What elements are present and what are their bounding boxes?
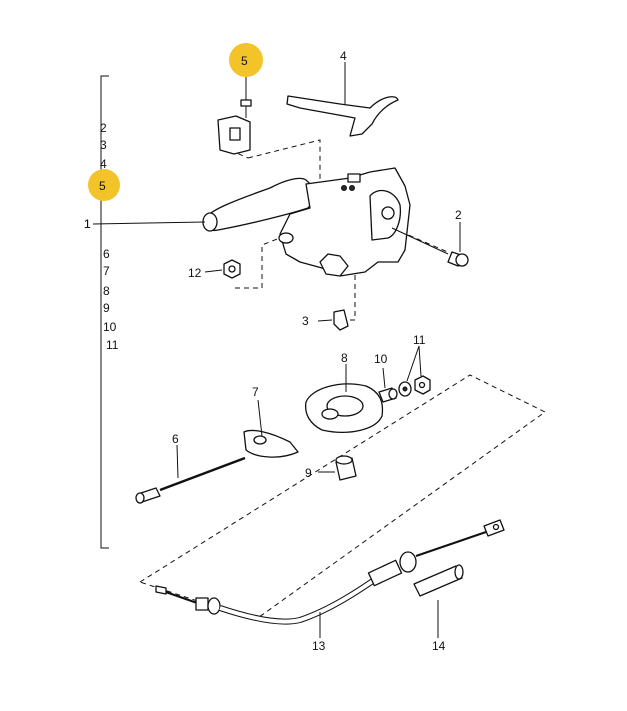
highlight-marker bbox=[88, 169, 120, 201]
equalizer-part-7[interactable]: 7 bbox=[243, 385, 299, 458]
callout-2[interactable]: 2 bbox=[455, 208, 462, 222]
callout-10[interactable]: 10 bbox=[374, 352, 388, 366]
cover-part-4[interactable]: 4 bbox=[286, 49, 399, 137]
callout-6[interactable]: 6 bbox=[172, 432, 179, 446]
callout-11[interactable]: 11 bbox=[413, 333, 426, 347]
index-item[interactable]: 11 bbox=[106, 338, 119, 352]
sleeve-tube-part-14[interactable]: 14 bbox=[413, 564, 464, 653]
switch-bracket-part-5[interactable]: 5 bbox=[217, 43, 263, 155]
callout-8[interactable]: 8 bbox=[341, 351, 348, 365]
index-item[interactable]: 2 bbox=[100, 121, 107, 135]
nut-washer-part-11[interactable]: 11 bbox=[398, 333, 431, 397]
index-bracket bbox=[100, 75, 109, 549]
callout-3[interactable]: 3 bbox=[302, 314, 309, 328]
sleeve-part-9[interactable]: 9 bbox=[305, 455, 357, 481]
nut-part-12[interactable]: 12 bbox=[188, 259, 241, 280]
index-item[interactable]: 4 bbox=[100, 157, 107, 171]
bushing-part-10[interactable]: 10 bbox=[374, 352, 398, 403]
callout-9[interactable]: 9 bbox=[305, 466, 312, 480]
clip-part-3[interactable]: 3 bbox=[302, 309, 349, 331]
callout-1[interactable]: 1 bbox=[84, 217, 91, 231]
index-list: 2 3 4 5 1 6 7 8 9 10 11 bbox=[84, 121, 120, 352]
index-item[interactable]: 9 bbox=[103, 301, 110, 315]
callout-5[interactable]: 5 bbox=[241, 54, 248, 68]
index-item[interactable]: 10 bbox=[103, 320, 117, 334]
index-item-highlighted[interactable]: 5 bbox=[99, 179, 106, 193]
brake-cable-part-13[interactable]: 13 bbox=[155, 519, 505, 653]
callout-4[interactable]: 4 bbox=[340, 49, 347, 63]
adjuster-rod-part-6[interactable]: 6 bbox=[135, 432, 246, 504]
index-item[interactable]: 8 bbox=[103, 284, 110, 298]
handbrake-lever-part-1[interactable]: 1 bbox=[84, 167, 411, 277]
callout-12[interactable]: 12 bbox=[188, 266, 202, 280]
index-item[interactable]: 1 bbox=[84, 217, 91, 231]
highlight-marker bbox=[229, 43, 263, 77]
callout-13[interactable]: 13 bbox=[312, 639, 326, 653]
callout-14[interactable]: 14 bbox=[432, 639, 446, 653]
pin-part-2[interactable]: 2 bbox=[391, 208, 469, 267]
index-item[interactable]: 3 bbox=[100, 138, 107, 152]
guide-housing-part-8[interactable]: 8 bbox=[304, 351, 384, 433]
index-item[interactable]: 6 bbox=[103, 247, 110, 261]
index-item[interactable]: 7 bbox=[103, 264, 110, 278]
callout-7[interactable]: 7 bbox=[252, 385, 259, 399]
